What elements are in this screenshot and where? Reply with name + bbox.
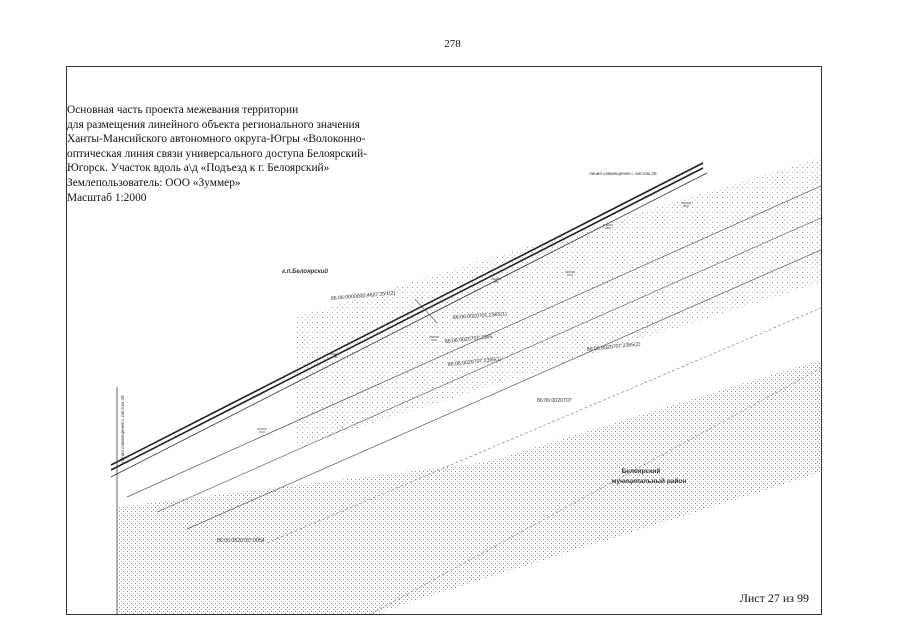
settlement-label: г.п.Белоярский — [282, 268, 328, 275]
terrain-symbols — [257, 202, 691, 433]
title-line-3: Ханты-Мансийского автономного округа-Югр… — [67, 133, 366, 146]
boundary-1 — [126, 185, 821, 498]
district-label-line2: муниципальный район — [612, 477, 687, 485]
sheet-label: Лист 27 из 99 — [739, 591, 809, 605]
boundary-5 — [370, 367, 821, 614]
cadastral-map: г.п.Белоярский Белоярский муниципальный … — [110, 157, 821, 614]
parcel-label-1: 86:06:0000000:4627:ЗУ1(2) — [331, 290, 396, 302]
boundary-4 — [266, 307, 821, 544]
parcel-label-3: 86:06:0020707:2365 — [445, 334, 493, 345]
title-line-1: Основная часть проекта межевания террито… — [67, 104, 299, 116]
district-label-line1: Белоярский — [622, 467, 661, 475]
title-block: Основная часть проекта межевания террито… — [67, 103, 367, 205]
title-line-5: Югорск. Участок вдоль а\д «Подъезд к г. … — [67, 162, 330, 175]
leader-line — [414, 298, 438, 324]
forest-zone-upper — [297, 157, 821, 447]
parcel-label-7: 86:06:0020707:0054 — [217, 538, 265, 544]
page-number: 278 — [444, 38, 461, 50]
title-line-4: оптическая линия связи универсального до… — [67, 147, 368, 160]
drawing-frame: г.п.Белоярский Белоярский муниципальный … — [66, 66, 822, 615]
parcel-label-6: 86:06:0020707 — [537, 398, 572, 404]
boundary-3 — [186, 249, 821, 530]
match-line-left-label: линия совмещения с листом 26 — [120, 395, 125, 463]
title-line-6: Землепользователь: ООО «Зуммер» — [67, 176, 241, 189]
match-line-top-label: линия совмещения с листом 28 — [589, 171, 657, 176]
parcel-label-2: 86:06:0020701:2365(1) — [453, 311, 507, 321]
boundary-2 — [156, 217, 821, 513]
road-edge-1 — [110, 162, 704, 466]
forest-zone-lower — [117, 359, 821, 614]
parcel-label-4: 86:06:0020707:2365(1) — [448, 356, 503, 368]
title-line-7: Масштаб 1:2000 — [67, 191, 147, 204]
parcel-label-5: 86:06:0020707:2365(2) — [587, 341, 642, 353]
road-shoulder — [110, 172, 708, 478]
title-line-2: для размещения линейного объекта региона… — [67, 118, 360, 131]
road-edge-2 — [110, 167, 704, 471]
